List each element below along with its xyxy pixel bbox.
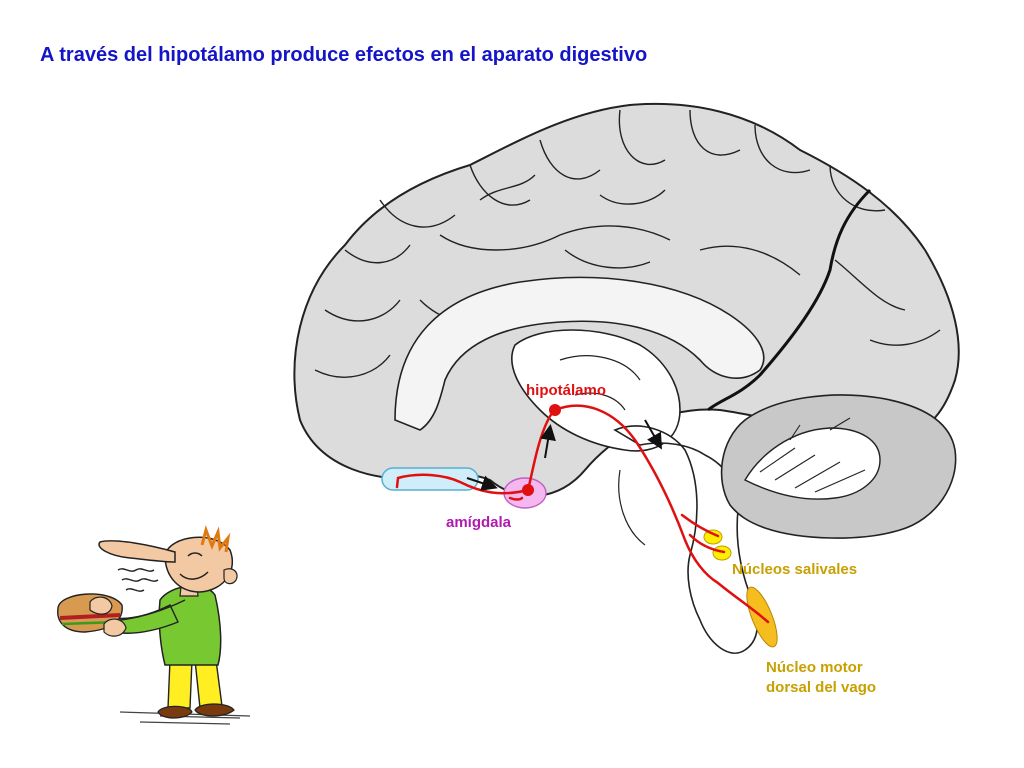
- label-hipotalamo: hipotálamo: [526, 382, 607, 399]
- slide-title: A través del hipotálamo produce efectos …: [40, 44, 648, 66]
- salivary-nucleus-1: [703, 529, 723, 545]
- corpus-callosum: [394, 276, 765, 431]
- label-nucleo-motor-line1: Núcleo motor: [766, 659, 863, 676]
- thalamus: [511, 329, 681, 452]
- cortical-folds: [314, 109, 941, 378]
- arbor-branches: [759, 417, 866, 493]
- flow-arrows: [466, 419, 662, 491]
- label-nucleo-motor-line2: dorsal del vago: [766, 679, 877, 696]
- cerebellum-arbor: [744, 427, 881, 500]
- label-nucleo-motor-vago: Núcleo motor dorsal del vago: [766, 658, 876, 698]
- cartoon-man-eating: [57, 525, 251, 725]
- parieto-occipital-sulcus: [707, 188, 872, 412]
- label-nucleos-salivales: Núcleos salivales: [732, 561, 858, 578]
- label-amigdala: amígdala: [446, 514, 512, 531]
- hypothalamus-node: [549, 404, 561, 416]
- olfactory-bulb: [381, 467, 479, 491]
- amygdala-node: [522, 484, 534, 496]
- salivary-nucleus-2: [712, 545, 732, 561]
